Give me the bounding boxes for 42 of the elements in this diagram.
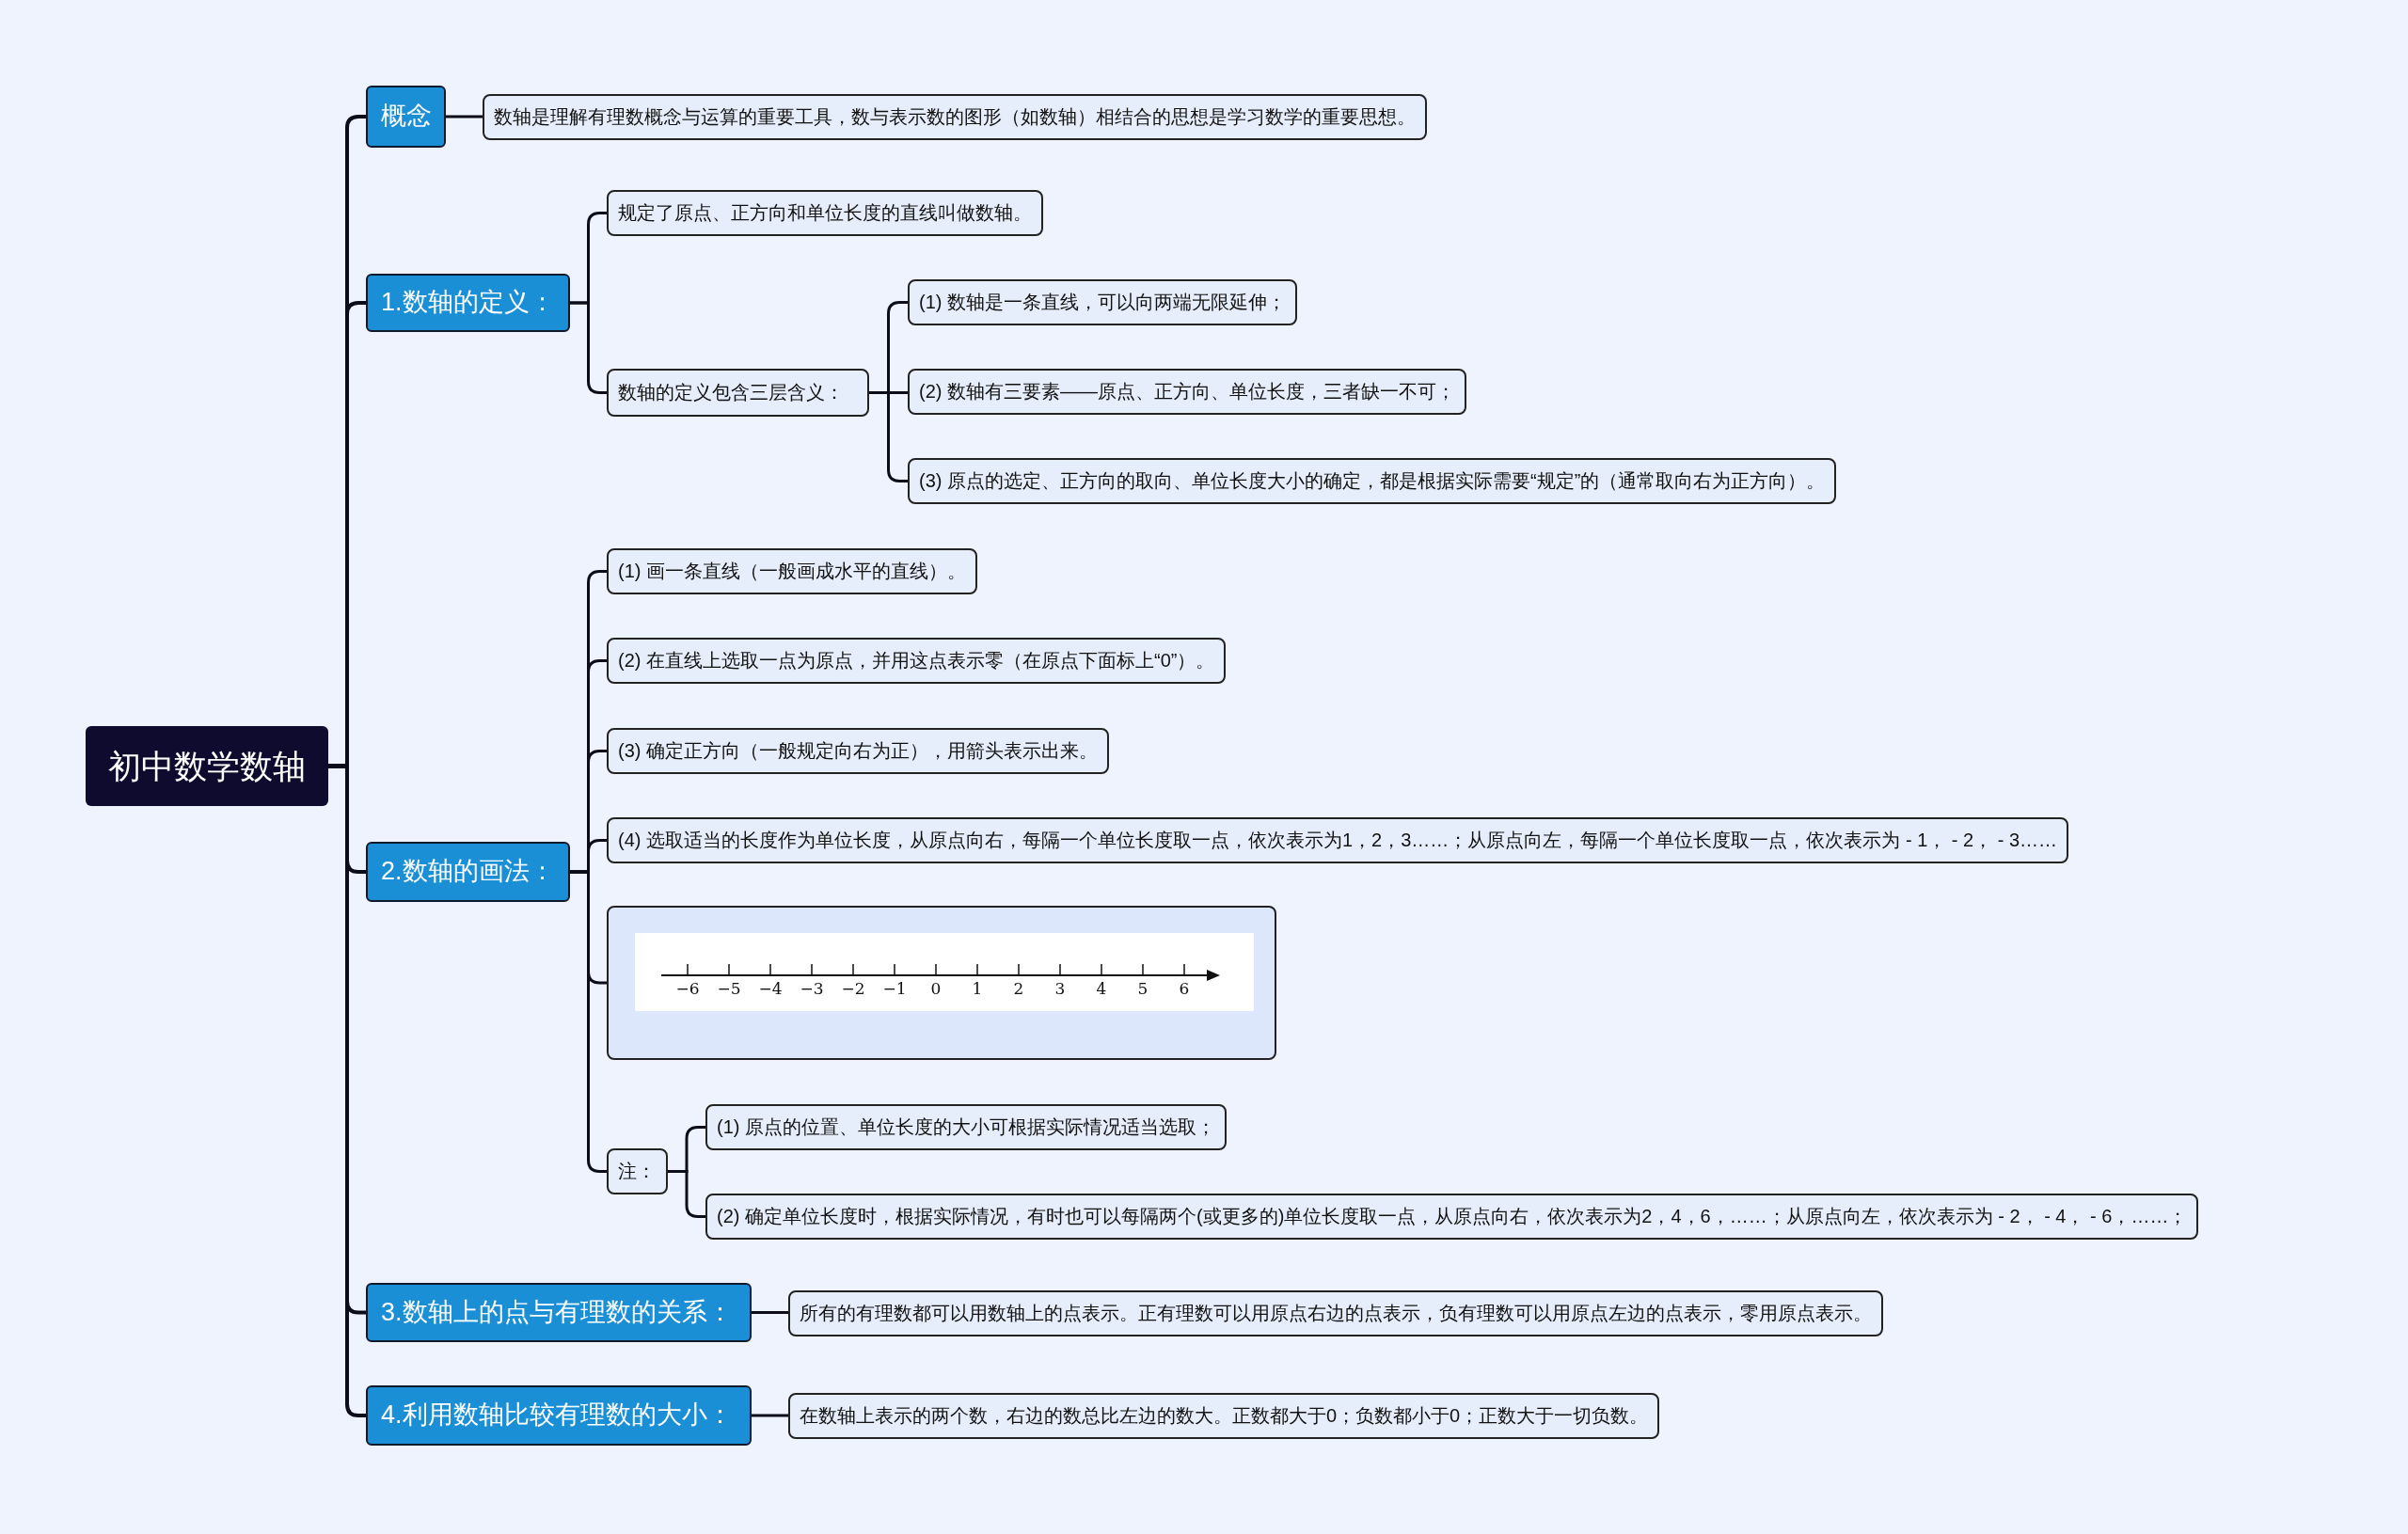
subtopic-box: 规定了原点、正方向和单位长度的直线叫做数轴。 — [607, 190, 1043, 236]
subtopic-box: 数轴的定义包含三层含义： — [607, 369, 869, 417]
connector-line — [752, 1414, 788, 1417]
connector-line — [446, 115, 483, 119]
subtopic-box: 所有的有理数都可以用数轴上的点表示。正有理数可以用原点右边的点表示，负有理数可以用原点左边的点表示，零用原点表示。 — [788, 1290, 1883, 1336]
tick-label: −2 — [840, 979, 866, 998]
tick-label: −1 — [881, 979, 908, 998]
tick-label: 4 — [1095, 979, 1108, 998]
subtopic-box: (3) 原点的选定、正方向的取向、单位长度大小的确定，都是根据实际需要“规定”的（通常取向右为正方向）。 — [908, 458, 1837, 504]
subtopic-box: (4) 选取适当的长度作为单位长度，从原点向右，每隔一个单位长度取一点，依次表示为1，2，3……；从原点向左，每隔一个单位长度取一点，依次表示为 - 1， - 2， - 3…… — [607, 817, 2069, 863]
tick-label: −6 — [674, 979, 701, 998]
subtopic-box: (2) 确定单位长度时，根据实际情况，有时也可以每隔两个(或更多的)单位长度取一点，从原点向右，依次表示为2，4，6，……；从原点向左，依次表示为 - 2， - 4， - 6，……； — [705, 1194, 2199, 1240]
branch-topic: 4.利用数轴比较有理数的大小： — [366, 1385, 752, 1446]
branch-topic: 概念 — [366, 86, 446, 148]
subtopic-box: (1) 画一条直线（一般画成水平的直线）。 — [607, 548, 977, 594]
subtopic-box: (2) 在直线上选取一点为原点，并用这点表示零（在原点下面标上“0”）。 — [607, 638, 1227, 684]
subtopic-box: 注： — [607, 1148, 668, 1194]
tick-label: 2 — [1012, 979, 1025, 998]
subtopic-box: 数轴是理解有理数概念与运算的重要工具，数与表示数的图形（如数轴）相结合的思想是学习数学的重要思想。 — [483, 94, 1427, 140]
connector-line — [570, 301, 607, 394]
subtopic-box: (3) 确定正方向（一般规定向右为正），用箭头表示出来。 — [607, 728, 1109, 774]
central-topic: 初中数学数轴 — [86, 726, 328, 806]
connector-line — [328, 764, 366, 1417]
tick-label: −5 — [716, 979, 742, 998]
tick-label: 3 — [1054, 979, 1067, 998]
tick-label: 0 — [929, 979, 943, 998]
connector-line — [752, 1311, 788, 1314]
tick-label: 1 — [971, 979, 984, 998]
tick-label: 6 — [1178, 979, 1191, 998]
subtopic-box: (1) 数轴是一条直线，可以向两端无限延伸； — [908, 279, 1297, 325]
branch-topic: 2.数轴的画法： — [366, 842, 570, 902]
branch-topic: 1.数轴的定义： — [366, 274, 570, 332]
subtopic-box: 在数轴上表示的两个数，右边的数总比左边的数大。正数都大于0；负数都小于0；正数大于一切负数。 — [788, 1393, 1660, 1439]
tick-label: −4 — [757, 979, 784, 998]
connector-line — [570, 870, 607, 1173]
tick-label: −3 — [799, 979, 825, 998]
subtopic-box: (1) 原点的位置、单位长度的大小可根据实际情况适当选取； — [705, 1104, 1227, 1150]
tick-label: 5 — [1136, 979, 1149, 998]
connector-line — [869, 391, 908, 482]
picture-panel — [607, 906, 1276, 1060]
subtopic-box: (2) 数轴有三要素——原点、正方向、单位长度，三者缺一不可； — [908, 369, 1466, 415]
branch-topic: 3.数轴上的点与有理数的关系： — [366, 1283, 752, 1342]
